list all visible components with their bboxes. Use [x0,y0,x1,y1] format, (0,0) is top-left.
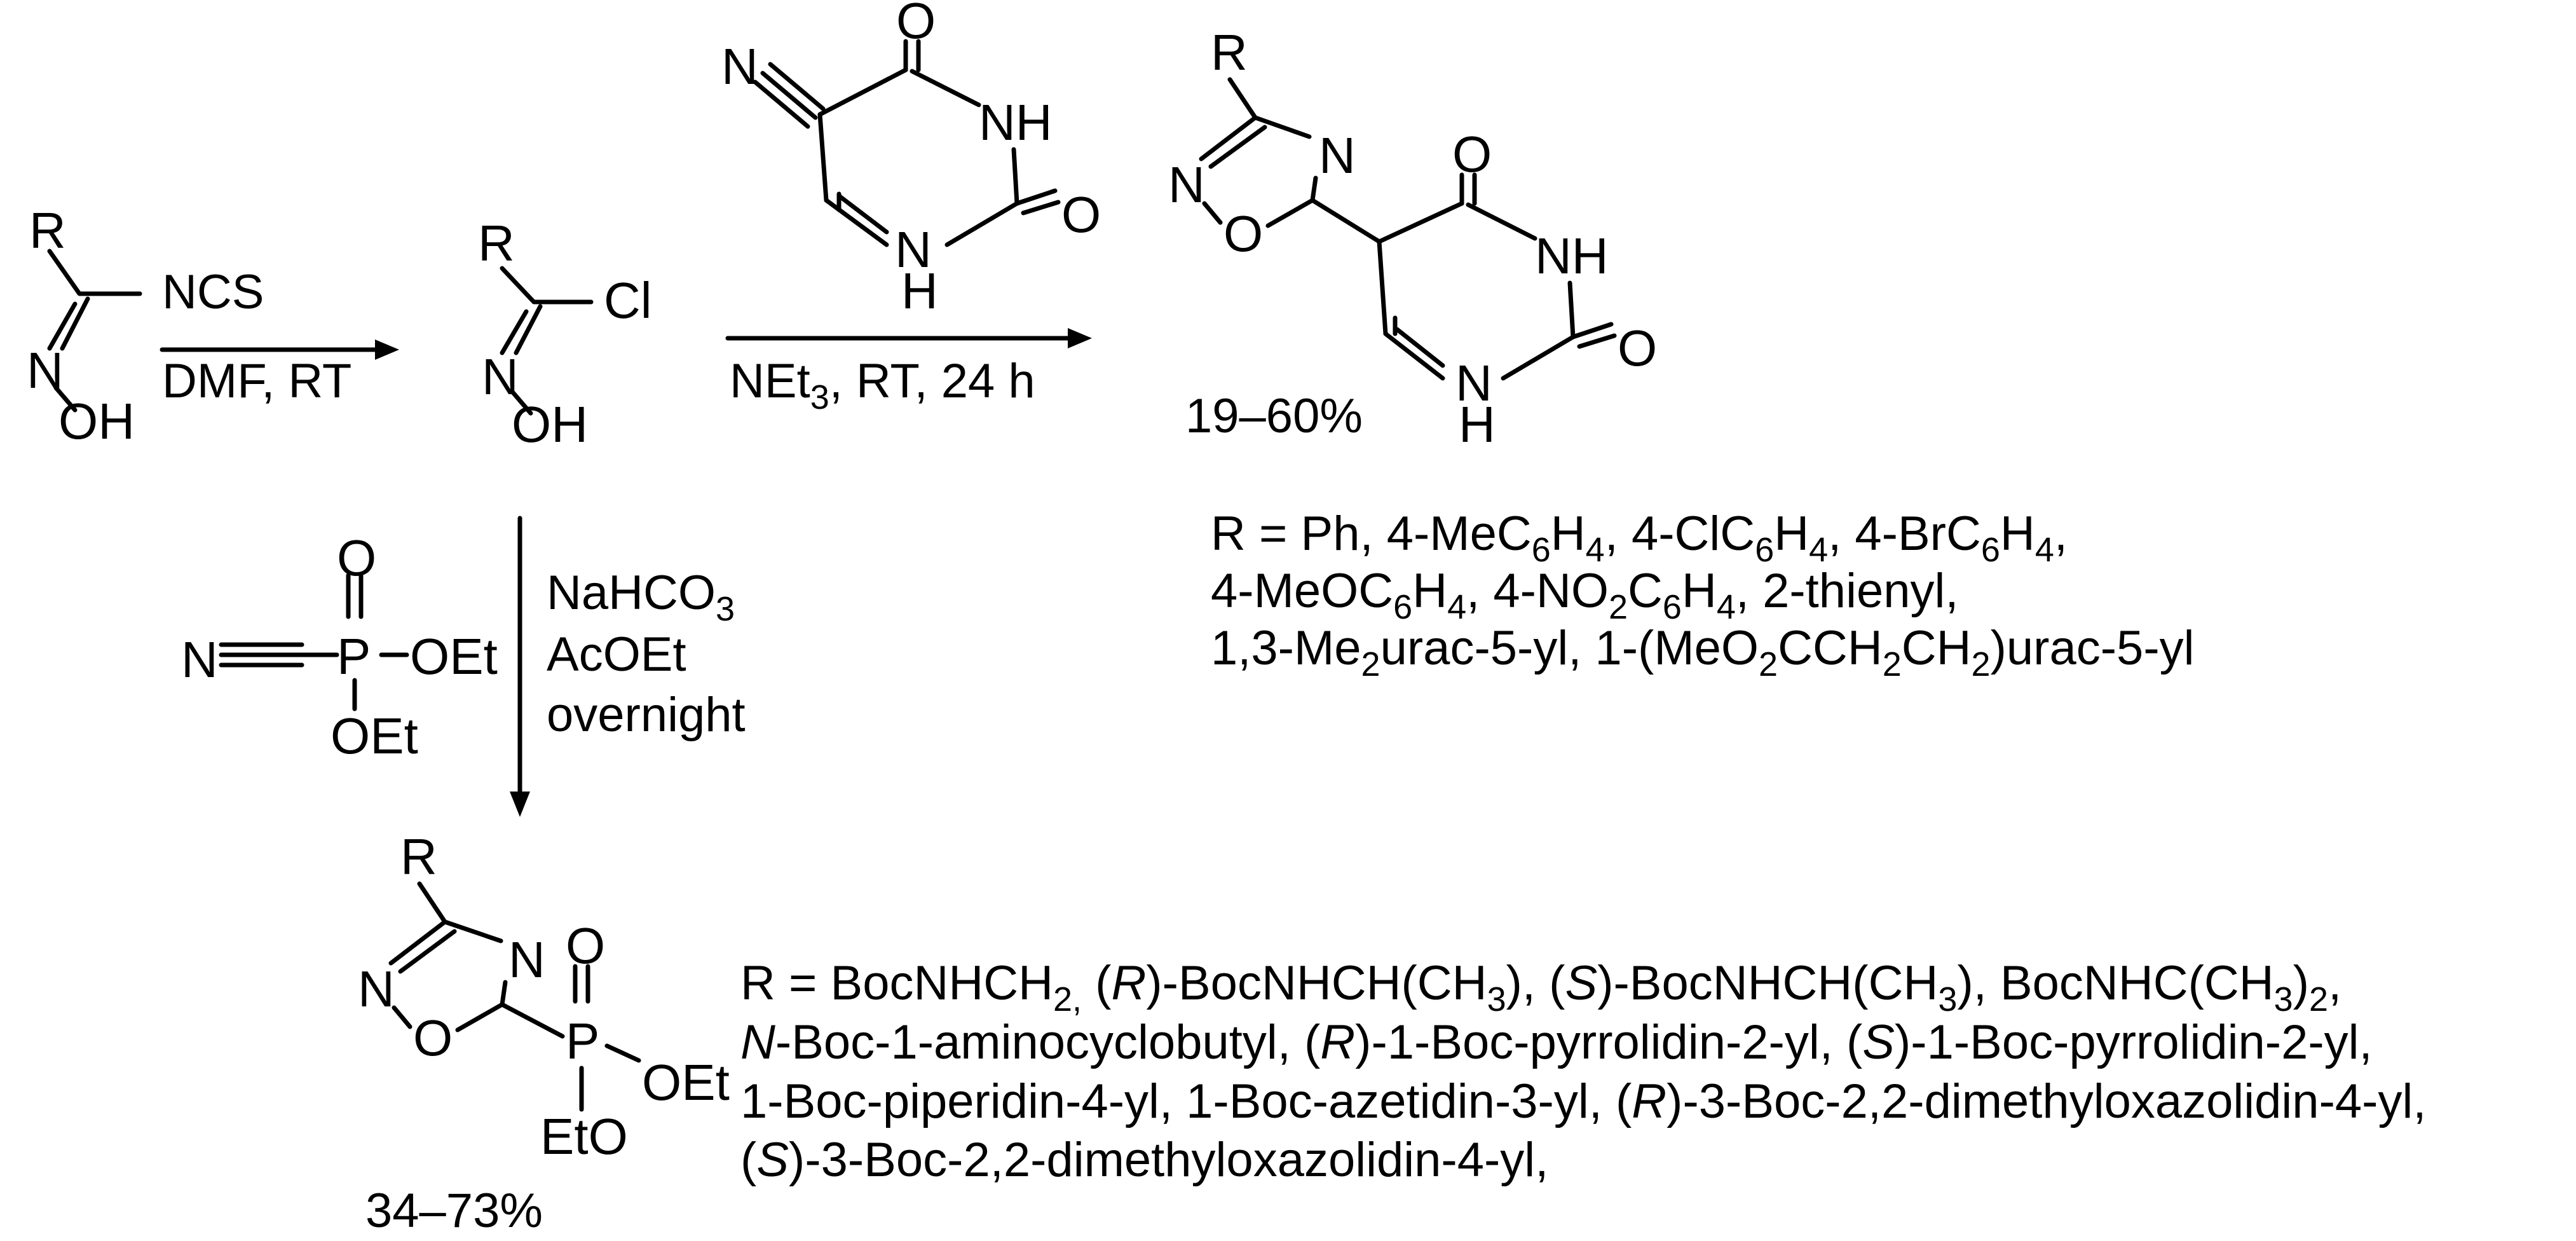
r-substituents-top: R = Ph, 4-MeC6H4, 4-ClC6H4, 4-BrC6H4, 4-… [1211,507,2195,683]
n-label: N [181,631,218,688]
conditions-overnight: overnight [547,688,746,742]
p-label: P [566,1013,599,1069]
n-label: N [721,38,758,95]
oet-label: OEt [410,628,498,685]
n-label: N [1319,127,1356,184]
eto-label: EtO [540,1108,628,1165]
oh-label: OH [512,396,588,453]
r-label: R [400,828,437,885]
aldoxime-structure: R N OH [27,202,142,449]
o-label: O [337,530,376,586]
n-label: N [27,342,64,399]
o-label: O [1452,126,1492,182]
cyanouracil-structure: N O NH O N H [721,0,1101,319]
o-label: O [1618,320,1657,376]
n-label: N [358,961,395,1017]
r-list-top-line1: R = Ph, 4-MeC6H4, 4-ClC6H4, 4-BrC6H4, [1211,507,2068,569]
p-label: P [337,628,371,685]
r-label: R [1211,24,1248,81]
oh-label: OH [58,393,135,449]
yield-phosphonate-product: 34–73% [365,1184,543,1238]
oet-label: OEt [642,1054,730,1111]
o-label: O [1061,186,1101,243]
oet-label: OEt [331,708,418,764]
nh-label: NH [979,94,1053,151]
conditions-dmf-rt: DMF, RT [162,354,351,408]
o-label: O [896,0,936,49]
r-list-top-line3: 1,3-Me2urac-5-yl, 1-(MeO2CCH2CH2)urac-5-… [1211,621,2195,683]
step3-arrow: NaHCO3 AcOEt overnight [510,516,746,817]
r-list-bottom-line4: (S)-3-Boc-2,2-dimethyloxazolidin-4-yl, [740,1133,1548,1187]
n-label: N [1168,156,1205,213]
n-label: N [1455,355,1492,411]
step1-arrow: NCS DMF, RT [160,265,399,408]
reagent-ncs: NCS [162,265,264,319]
h-label: H [1459,396,1496,453]
diethyl-cyanophosphonate-structure: N P O OEt OEt [181,530,498,764]
h-label: H [901,263,938,319]
reagent-nahco3: NaHCO3 [547,566,735,628]
uracil-oxadiazole-product: R N N O O NH O N H 19–60% [1168,24,1657,453]
nh-label: NH [1535,228,1609,284]
n-label: N [895,221,932,278]
cl-label: Cl [604,272,652,329]
n-label: N [482,348,519,405]
yield-uracil-product: 19–60% [1185,389,1363,443]
o-label: O [566,917,605,974]
r-label: R [478,215,515,271]
o-label: O [1223,205,1263,262]
r-list-bottom-line2: N-Boc-1-aminocyclobutyl, (R)-1-Boc-pyrro… [740,1015,2373,1069]
r-list-bottom-line3: 1-Boc-piperidin-4-yl, 1-Boc-azetidin-3-y… [740,1074,2426,1128]
phosphonate-oxadiazole-product: R N N O P O OEt EtO 34–73% [358,828,730,1238]
o-label: O [413,1010,453,1066]
step2-arrow: NEt3, RT, 24 h [725,328,1092,416]
r-list-top-line2: 4-MeOC6H4, 4-NO2C6H4, 2-thienyl, [1211,564,1958,626]
r-list-bottom-line1: R = BocNHCH2, (R)-BocNHCH(CH3), (S)-BocN… [740,956,2341,1018]
n-label: N [508,931,545,988]
reagent-acoet: AcOEt [547,627,686,682]
conditions-net3: NEt3, RT, 24 h [730,354,1035,416]
r-label: R [29,202,66,259]
chloroxime-structure: R Cl N OH [478,215,652,453]
r-substituents-bottom: R = BocNHCH2, (R)-BocNHCH(CH3), (S)-BocN… [740,956,2426,1187]
